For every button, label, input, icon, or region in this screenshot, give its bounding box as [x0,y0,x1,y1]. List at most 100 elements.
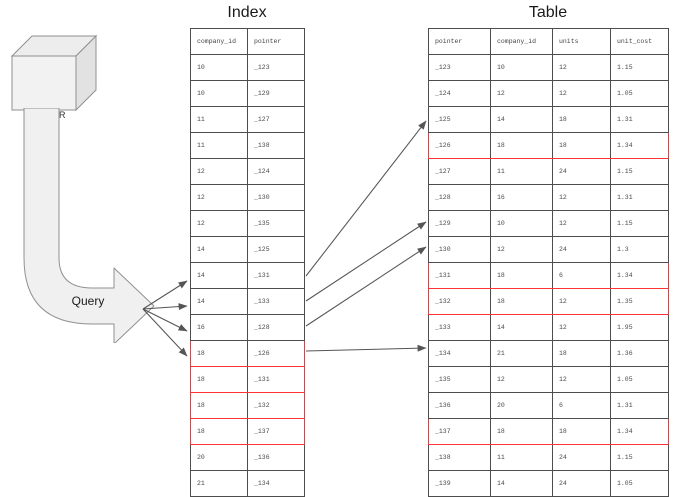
index-table-row: 12_135 [190,210,305,237]
index-table-row-pointer: _135 [247,210,305,237]
data-table-row-pointer: _138 [428,444,491,471]
data-table-row-units: 18 [552,340,611,367]
data-table-row-company-id: 12 [490,236,553,263]
index-table-row-pointer: _126 [247,340,305,367]
data-table-row-unit-cost: 1.95 [610,314,669,341]
index-table-row: 18_132 [190,392,305,419]
index-table-row: 12_124 [190,158,305,185]
data-table-row-pointer: _132 [428,288,491,315]
index-table-row-company-id: 18 [190,418,248,445]
index-table-row: 11_138 [190,132,305,159]
index-table-row: 10_129 [190,80,305,107]
data-table-row-units: 12 [552,80,611,107]
data-table-row-pointer: _131 [428,262,491,289]
data-table-row-pointer: _123 [428,54,491,81]
index-table-row-company-id: 11 [190,132,248,159]
index-table-row-company-id: 10 [190,80,248,107]
data-table-row-unit-cost: 1.15 [610,444,669,471]
index-table-row-pointer: _131 [247,262,305,289]
data-table-row-company-id: 18 [490,132,553,159]
index-table-row-pointer: _132 [247,392,305,419]
index-table-row: 10_123 [190,54,305,81]
data-table-row-pointer: _139 [428,470,491,497]
index-table-row: 14_131 [190,262,305,289]
data-table-row-unit-cost: 1.05 [610,470,669,497]
index-table-row: 18_126 [190,340,305,367]
data-table-row-units: 18 [552,106,611,133]
index-table-row: 18_131 [190,366,305,393]
data-table-row-unit-cost: 1.15 [610,210,669,237]
index-table-row-pointer: _129 [247,80,305,107]
index-table-row: 12_130 [190,184,305,211]
index-table-row: 11_127 [190,106,305,133]
data-table-row-company-id: 14 [490,314,553,341]
index-table-row: 21_134 [190,470,305,497]
arrow-index-126-to-table [305,120,427,277]
index-table-row-company-id: 14 [190,236,248,263]
data-table-row-units: 24 [552,470,611,497]
data-table-row-unit-cost: 1.15 [610,158,669,185]
data-table-row-units: 6 [552,392,611,419]
data-table-row-units: 12 [552,184,611,211]
data-table-row-units: 24 [552,444,611,471]
data-table-header-row: pointer company_id units unit_cost [428,28,669,55]
data-table-row-pointer: _135 [428,366,491,393]
data-table-row-pointer: _126 [428,132,491,159]
data-table-row-units: 6 [552,262,611,289]
index-table-header-row: company_id pointer [190,28,305,55]
index-table-row: 14_133 [190,288,305,315]
arrow-index-131-to-table [305,221,427,302]
index-table-row: 16_128 [190,314,305,341]
data-table-row-unit-cost: 1.05 [610,80,669,107]
index-table-row-pointer: _137 [247,418,305,445]
index-table-row: 20_136 [190,444,305,471]
data-header-company-id: company_id [490,28,553,55]
data-table-row-company-id: 18 [490,418,553,445]
data-table-row-pointer: _130 [428,236,491,263]
data-table-row-company-id: 12 [490,80,553,107]
data-table-row-company-id: 11 [490,158,553,185]
data-header-unit-cost: unit_cost [610,28,669,55]
data-table-row-unit-cost: 1.05 [610,366,669,393]
table-title: Table [528,4,568,21]
data-table-row-units: 12 [552,54,611,81]
index-table-row-pointer: _123 [247,54,305,81]
arrow-index-137-to-table [305,344,427,352]
index-table-row-pointer: _134 [247,470,305,497]
data-table-row-company-id: 10 [490,54,553,81]
index-table-row-company-id: 10 [190,54,248,81]
data-table-row-company-id: 14 [490,106,553,133]
index-table-row-pointer: _127 [247,106,305,133]
index-table-row-company-id: 12 [190,210,248,237]
index-table-row-company-id: 16 [190,314,248,341]
data-table-row-pointer: _137 [428,418,491,445]
data-table-row-pointer: _127 [428,158,491,185]
data-header-pointer: pointer [428,28,491,55]
index-table-row-company-id: 12 [190,158,248,185]
data-table-row-company-id: 20 [490,392,553,419]
index-table-row-pointer: _128 [247,314,305,341]
data-table-row-unit-cost: 1.34 [610,262,669,289]
data-table-row-company-id: 18 [490,262,553,289]
data-table-row-pointer: _136 [428,392,491,419]
data-table-row-unit-cost: 1.31 [610,392,669,419]
data-table-row-pointer: _133 [428,314,491,341]
data-table-row-units: 24 [552,236,611,263]
data-table-row-units: 18 [552,132,611,159]
data-table-row-unit-cost: 1.3 [610,236,669,263]
data-table-row-company-id: 10 [490,210,553,237]
data-table-row-units: 12 [552,366,611,393]
data-table-row-unit-cost: 1.31 [610,184,669,211]
index-table-row: 14_125 [190,236,305,263]
index-table-row-company-id: 18 [190,392,248,419]
